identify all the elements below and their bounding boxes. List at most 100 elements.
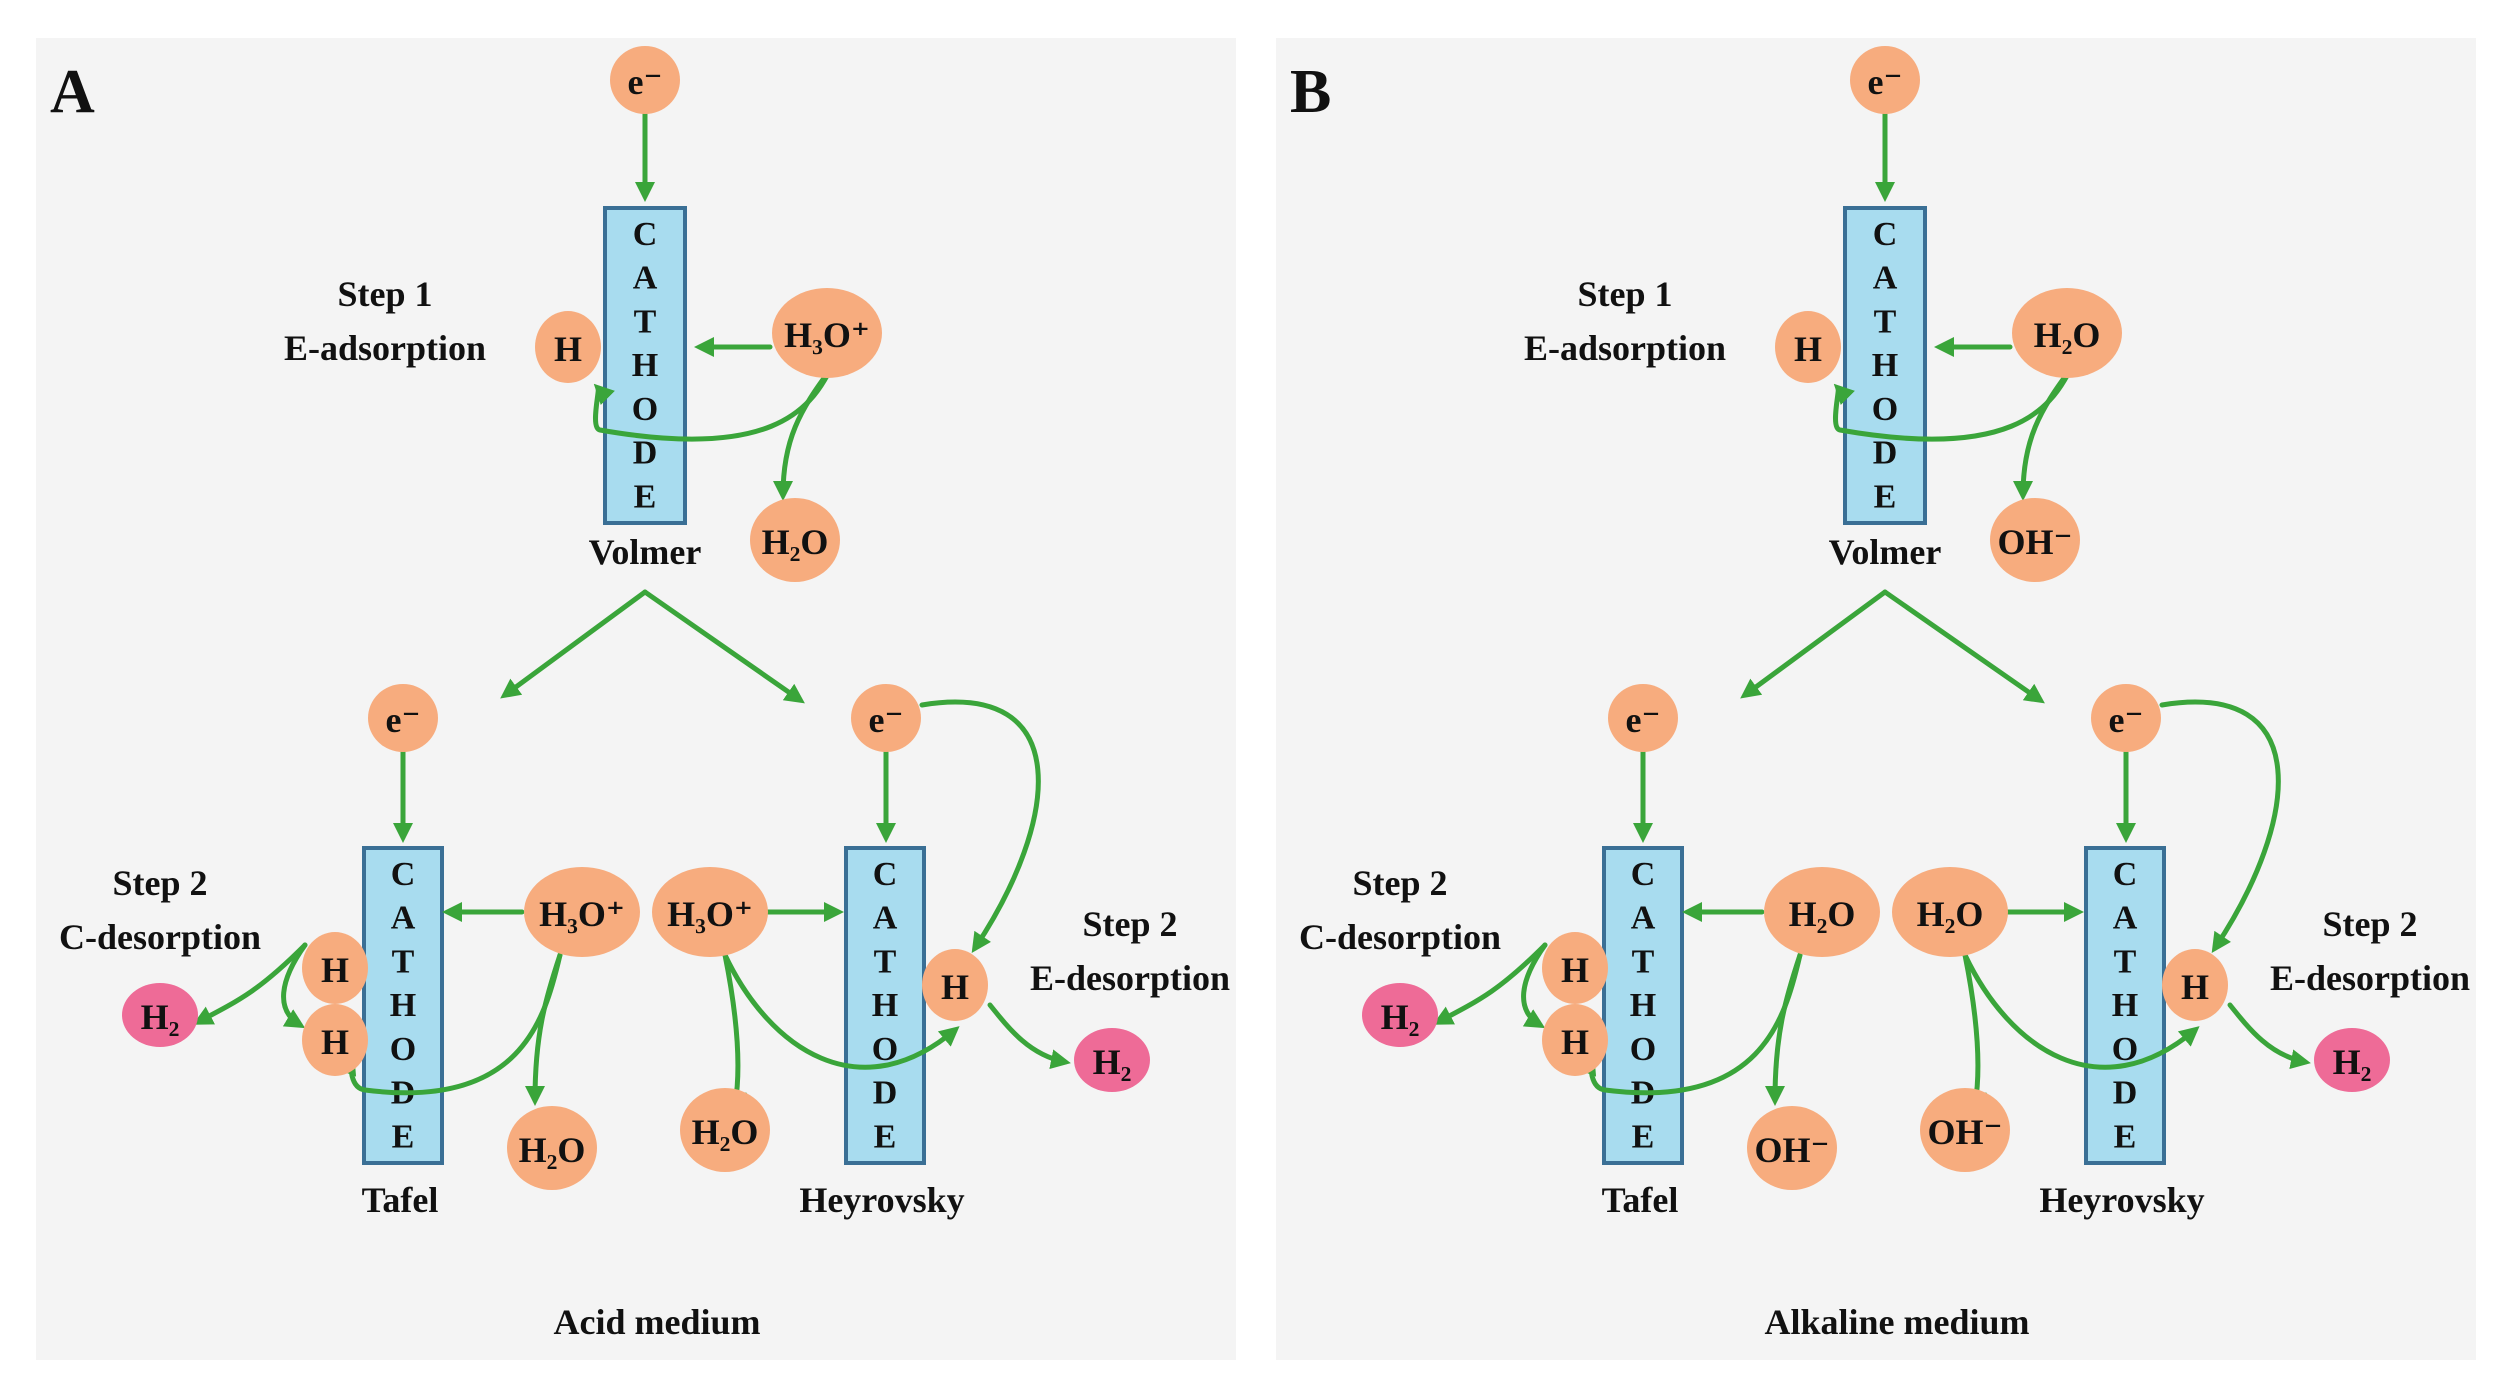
- cathode-letter-t: T: [2114, 943, 2137, 980]
- c-desorption-label: C-desorption: [59, 917, 261, 957]
- species-bubble-icon: [2162, 949, 2228, 1021]
- heyrovsky-electron-label: e⁻: [869, 700, 904, 740]
- tafel-adsorbed-h-bottom-bubble: H: [1542, 1004, 1608, 1076]
- volmer-proton-source-bubble: H₃O⁺: [772, 288, 882, 378]
- species-bubble-icon: [750, 498, 840, 582]
- species-bubble-icon: [1608, 684, 1678, 752]
- species-bubble-icon: [2091, 684, 2161, 752]
- tafel-h2-gas-label: H₂: [141, 997, 180, 1037]
- species-bubble-icon: [680, 1088, 770, 1172]
- species-bubble-icon: [1074, 1028, 1150, 1092]
- cathode-electrode-icon: [2084, 846, 2166, 1165]
- tafel-electron-bubble: e⁻: [368, 684, 438, 752]
- heyrovsky-byproduct-label: H₂O: [692, 1112, 759, 1152]
- tafel-adsorbed-h-bottom-bubble: H: [302, 1004, 368, 1076]
- tafel-step2-label: Step 2: [112, 863, 207, 903]
- heyrovsky-proton-source-bubble: H₂O: [1892, 867, 2008, 957]
- h2-release-arrow-icon: [1432, 942, 1548, 1025]
- heyrovsky-adsorbed-h-bubble: H: [922, 949, 988, 1021]
- cathode-electrode-icon: [603, 206, 687, 525]
- volmer-adsorbed-h-bubble: H: [1775, 311, 1841, 383]
- cathode-letter-e: E: [2114, 1118, 2137, 1155]
- cathode-letter-t: T: [874, 943, 897, 980]
- species-bubble-icon: [507, 1106, 597, 1190]
- tafel-adsorbed-h-top-bubble: H: [1542, 932, 1608, 1004]
- h2-release-arrow-icon: [2227, 1002, 2311, 1070]
- tafel-byproduct-bubble: OH⁻: [1747, 1106, 1837, 1190]
- e-adsorption-label: E-adsorption: [284, 328, 486, 368]
- panel-letter: B: [1290, 58, 1331, 126]
- species-bubble-icon: [1764, 867, 1880, 957]
- cathode-electrode-icon: [1843, 206, 1927, 525]
- species-bubble-icon: [535, 311, 601, 383]
- heyrovsky-label: Heyrovsky: [799, 1180, 964, 1220]
- e-desorption-label: E-desorption: [1030, 958, 1230, 998]
- heyrovsky-label: Heyrovsky: [2039, 1180, 2204, 1220]
- species-bubble-icon: [302, 932, 368, 1004]
- heyrovsky-adsorbed-h-bubble: H: [2162, 949, 2228, 1021]
- species-bubble-icon: [2314, 1028, 2390, 1092]
- electron-to-h-arrow-icon: [2159, 699, 2281, 953]
- cathode-letter-t: T: [392, 943, 415, 980]
- species-bubble-icon: [524, 867, 640, 957]
- cathode-letter-a: A: [2113, 900, 2138, 937]
- cathode-letter-h: H: [1630, 987, 1656, 1024]
- cathode-letter-e: E: [392, 1118, 415, 1155]
- branch-to-heyrovsky-arrow-icon: [1882, 589, 2045, 704]
- cathode-electrode-icon: [844, 846, 926, 1165]
- species-bubble-icon: [851, 684, 921, 752]
- volmer-adsorbed-h-label: H: [1794, 329, 1822, 369]
- species-bubble-icon: [610, 46, 680, 114]
- heyrovsky-proton-source-bubble: H₃O⁺: [652, 867, 768, 957]
- tafel-adsorbed-h-bottom-label: H: [1561, 1022, 1589, 1062]
- cathode-letter-h: H: [390, 987, 416, 1024]
- c-desorption-label: C-desorption: [1299, 917, 1501, 957]
- cathode-electrode-icon: [362, 846, 444, 1165]
- heyrovsky-electron-bubble: e⁻: [2091, 684, 2161, 752]
- cathode-letter-c: C: [1631, 856, 1656, 893]
- species-bubble-icon: [1990, 498, 2080, 582]
- volmer-byproduct-bubble: H₂O: [750, 498, 840, 582]
- cathode-letter-h: H: [872, 987, 898, 1024]
- cathode-letter-d: D: [1873, 435, 1898, 472]
- heyrovsky-proton-source-label: H₃O⁺: [667, 894, 753, 934]
- tafel-electron-label: e⁻: [386, 700, 421, 740]
- volmer-electron-bubble: e⁻: [1850, 46, 1920, 114]
- cathode-letter-a: A: [1873, 260, 1898, 297]
- species-bubble-icon: [302, 1004, 368, 1076]
- volmer-byproduct-bubble: OH⁻: [1990, 498, 2080, 582]
- e-desorption-label: E-desorption: [2270, 958, 2470, 998]
- tafel-label: Tafel: [1602, 1180, 1679, 1220]
- heyrovsky-byproduct-bubble: H₂O: [680, 1088, 770, 1172]
- tafel-byproduct-label: OH⁻: [1754, 1130, 1829, 1170]
- panel-letter: A: [50, 58, 95, 126]
- cathode-letter-d: D: [2113, 1075, 2138, 1112]
- species-bubble-icon: [122, 983, 198, 1047]
- tafel-h2-gas-bubble: H₂: [1362, 983, 1438, 1047]
- tafel-byproduct-bubble: H₂O: [507, 1106, 597, 1190]
- species-bubble-icon: [1362, 983, 1438, 1047]
- cathode-letter-c: C: [1873, 216, 1898, 253]
- branch-to-tafel-arrow-icon: [500, 589, 648, 699]
- medium-label: Alkaline medium: [1764, 1302, 2029, 1342]
- h-combine-arrow-icon: [281, 942, 308, 1029]
- cathode-letter-t: T: [1632, 943, 1655, 980]
- byproduct-release-arrow-icon: [1765, 952, 1803, 1106]
- cathode-letter-c: C: [391, 856, 416, 893]
- volmer-label: Volmer: [589, 532, 702, 572]
- species-bubble-icon: [1775, 311, 1841, 383]
- cathode-letter-c: C: [633, 216, 658, 253]
- cathode-letter-h: H: [1872, 347, 1898, 384]
- tafel-adsorbed-h-bottom-label: H: [321, 1022, 349, 1062]
